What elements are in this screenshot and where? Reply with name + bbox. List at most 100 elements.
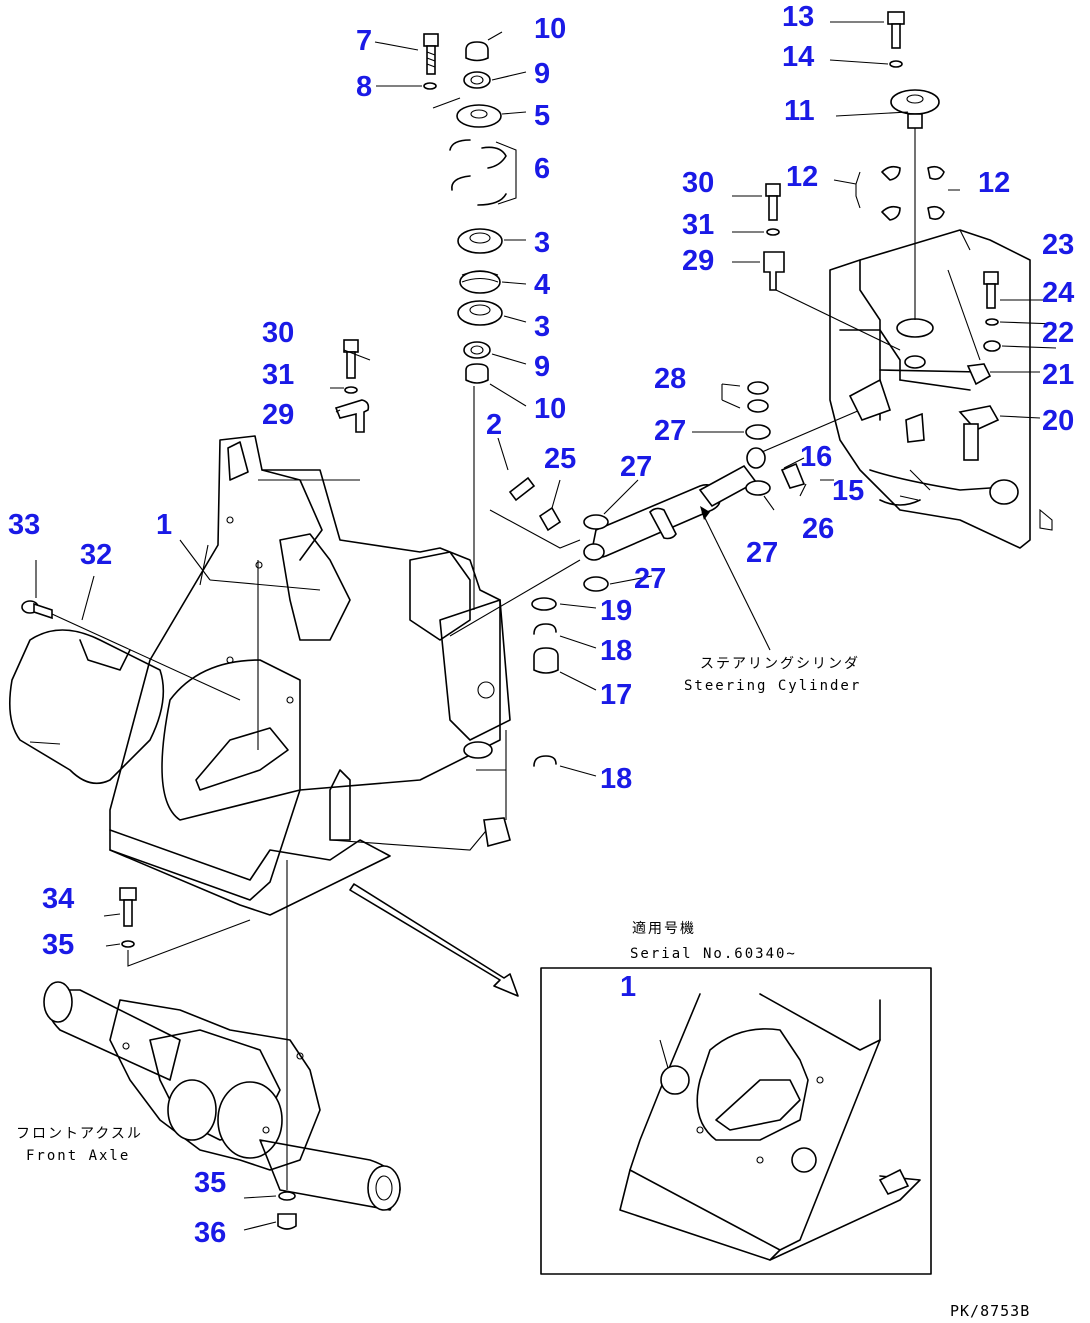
callout-27-lower: 27 — [746, 537, 778, 569]
callout-26: 26 — [802, 513, 834, 545]
seal-9-bottom — [463, 341, 491, 359]
callout-31-right: 31 — [682, 209, 714, 241]
shim-28-a — [747, 381, 769, 395]
bushing-27-d — [745, 480, 771, 496]
callout-17: 17 — [600, 679, 632, 711]
rear-frame — [775, 140, 1053, 549]
callout-13: 13 — [782, 1, 814, 33]
steering-label-jp: ステアリングシリンダ — [700, 656, 860, 672]
spacer-4 — [459, 270, 501, 294]
callout-11: 11 — [784, 95, 815, 127]
callout-35-left: 35 — [42, 929, 74, 961]
callout-29-right: 29 — [682, 245, 714, 277]
pin-parts — [463, 597, 559, 767]
callout-25: 25 — [544, 443, 576, 475]
callout-30-right: 30 — [682, 167, 714, 199]
seal-9-top — [463, 71, 491, 89]
callout-16: 16 — [800, 441, 832, 473]
callout-31-left: 31 — [262, 359, 294, 391]
callout-36: 36 — [194, 1217, 226, 1249]
inset-detail — [540, 967, 932, 1275]
callout-12-left: 12 — [786, 161, 818, 193]
steering-label-en: Steering Cylinder — [684, 678, 861, 694]
callout-1-inset: 1 — [620, 971, 636, 1003]
callout-15: 15 — [832, 475, 864, 507]
washer-35-axle — [278, 1191, 296, 1201]
bolt-group-left — [334, 339, 370, 433]
center-stack — [423, 33, 517, 610]
grease-fittings — [489, 476, 581, 549]
callout-labels: 7 8 10 9 5 6 3 4 3 9 10 13 14 11 30 12 1… — [8, 1, 1074, 1249]
callout-35-axle: 35 — [194, 1167, 226, 1199]
axle-label-en: Front Axle — [26, 1148, 130, 1164]
cover-plate-32 — [9, 600, 241, 785]
detail-arrow — [349, 883, 519, 997]
callout-21: 21 — [1042, 359, 1074, 391]
cap-10-top — [465, 41, 489, 62]
serial-label-jp: 適用号機 — [632, 920, 696, 937]
leader-lines — [35, 21, 1057, 1231]
callout-12-right: 12 — [978, 167, 1010, 199]
callout-6: 6 — [534, 153, 550, 185]
fitting-25 — [538, 506, 562, 532]
callout-2: 2 — [486, 409, 502, 441]
callout-9-top: 9 — [534, 58, 550, 90]
callout-33: 33 — [8, 509, 40, 541]
inset-frame — [540, 967, 932, 1275]
snap-ring-18-b — [533, 755, 557, 767]
callout-22: 22 — [1042, 317, 1074, 349]
fitting-26 — [780, 462, 806, 489]
callout-28: 28 — [654, 363, 686, 395]
bushing-27-a — [583, 514, 609, 530]
bracket-29-right — [763, 251, 785, 291]
bolt-7 — [423, 33, 439, 75]
bracket-29-left — [334, 399, 370, 433]
bushing-27-b — [583, 576, 609, 592]
boss-upper — [896, 318, 934, 338]
callout-3-bottom: 3 — [534, 311, 550, 343]
bushing-17 — [533, 647, 559, 674]
annotations: ステアリングシリンダ Steering Cylinder 適用号機 Serial… — [16, 656, 1030, 1320]
snap-ring-18-a — [533, 623, 557, 635]
callout-7: 7 — [356, 25, 372, 57]
axle-label-jp: フロントアクスル — [16, 1126, 143, 1142]
callout-24: 24 — [1042, 277, 1074, 309]
callout-18-upper: 18 — [600, 635, 632, 667]
callout-27-bottom: 27 — [634, 563, 666, 595]
cap-11 — [890, 89, 940, 115]
callout-19: 19 — [600, 595, 632, 627]
washer-8 — [423, 82, 437, 90]
callout-10-bottom: 10 — [534, 393, 566, 425]
callout-23: 23 — [1042, 229, 1074, 261]
figure-code: PK/8753B — [950, 1302, 1030, 1320]
callout-1: 1 — [156, 509, 172, 541]
callout-3-top: 3 — [534, 227, 550, 259]
callout-8: 8 — [356, 71, 372, 103]
callout-10-top: 10 — [534, 13, 566, 45]
callout-27-upper: 27 — [654, 415, 686, 447]
shim-6-a — [449, 139, 507, 169]
shim-6-b — [451, 175, 507, 206]
steering-cylinder — [583, 381, 861, 651]
fitting-21 — [966, 363, 992, 386]
main-frame — [109, 435, 581, 916]
bushing-27-c — [745, 424, 771, 440]
callout-32: 32 — [80, 539, 112, 571]
callout-14: 14 — [782, 41, 814, 73]
callout-9-bottom: 9 — [534, 351, 550, 383]
shim-28-b — [747, 399, 769, 413]
fitting-2 — [508, 476, 536, 502]
bearing-3-top — [457, 228, 503, 254]
pin-10-bottom — [465, 363, 489, 384]
nut-36 — [277, 1213, 297, 1230]
callout-20: 20 — [1042, 405, 1074, 437]
front-axle — [43, 860, 401, 1230]
callout-27-left: 27 — [620, 451, 652, 483]
callout-4: 4 — [534, 269, 550, 301]
washer-19 — [531, 597, 557, 611]
bearing-3-bottom — [457, 300, 503, 326]
callout-29-left: 29 — [262, 399, 294, 431]
callout-18-lower: 18 — [600, 763, 632, 795]
